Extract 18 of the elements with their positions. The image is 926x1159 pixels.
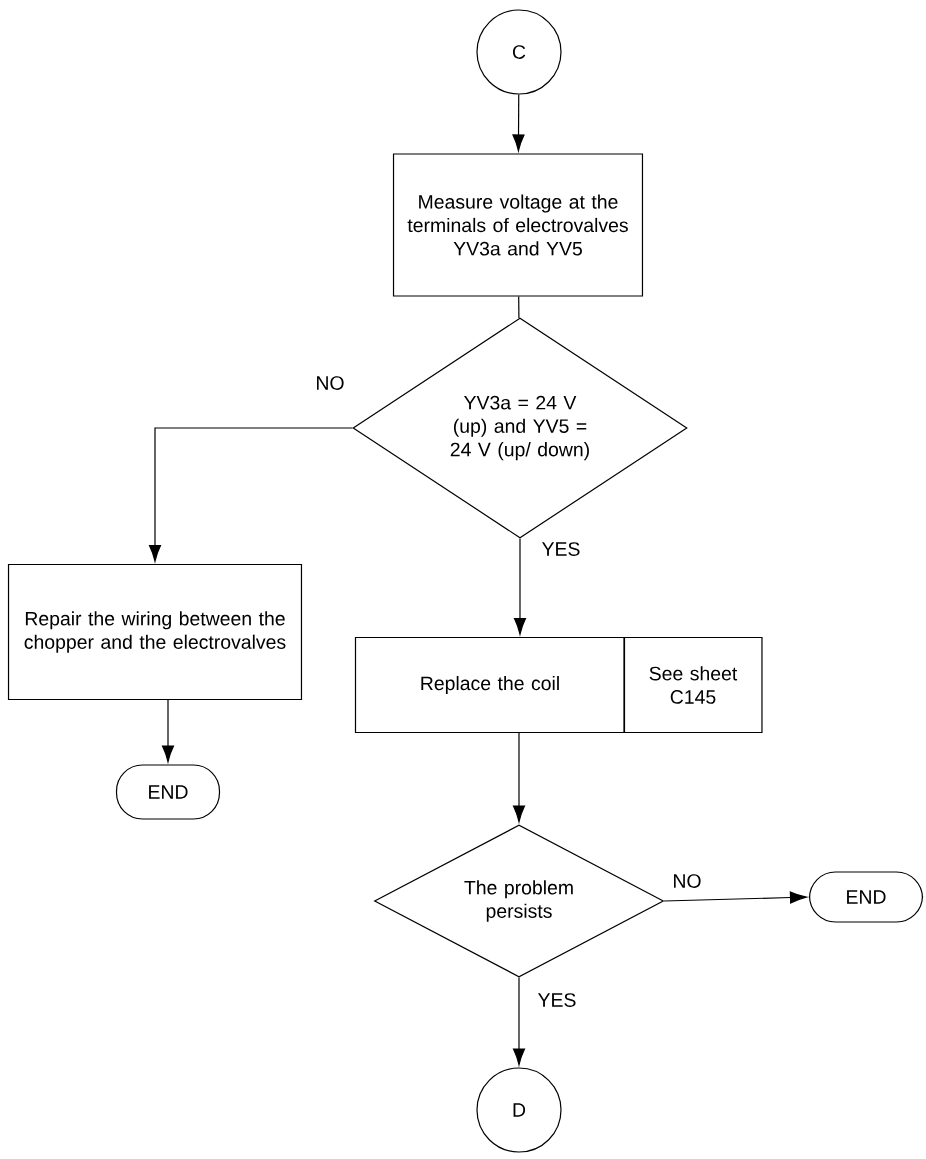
- arrow: [161, 699, 175, 763]
- terminal-box: END: [808, 871, 924, 923]
- arrow: [663, 891, 807, 904]
- edge-label: NO: [671, 873, 703, 889]
- process-box: Measure voltage at the terminals of electrovalves YV3a and YV5: [392, 153, 644, 297]
- edge-label: YES: [536, 992, 578, 1008]
- terminal-box: END: [115, 764, 221, 820]
- arrow: [512, 94, 525, 152]
- process-box: Replace the coil: [354, 636, 626, 734]
- edge-label: NO: [314, 375, 346, 391]
- arrow: [512, 732, 526, 823]
- edge-label: YES: [540, 541, 582, 557]
- process-box: See sheet C145: [623, 636, 763, 734]
- connector-line: [518, 296, 520, 319]
- process-box: Repair the wiring between the chopper and the electrovalves: [7, 563, 303, 701]
- arrow: [512, 977, 526, 1066]
- arrow: [148, 427, 353, 562]
- arrow: [513, 538, 527, 635]
